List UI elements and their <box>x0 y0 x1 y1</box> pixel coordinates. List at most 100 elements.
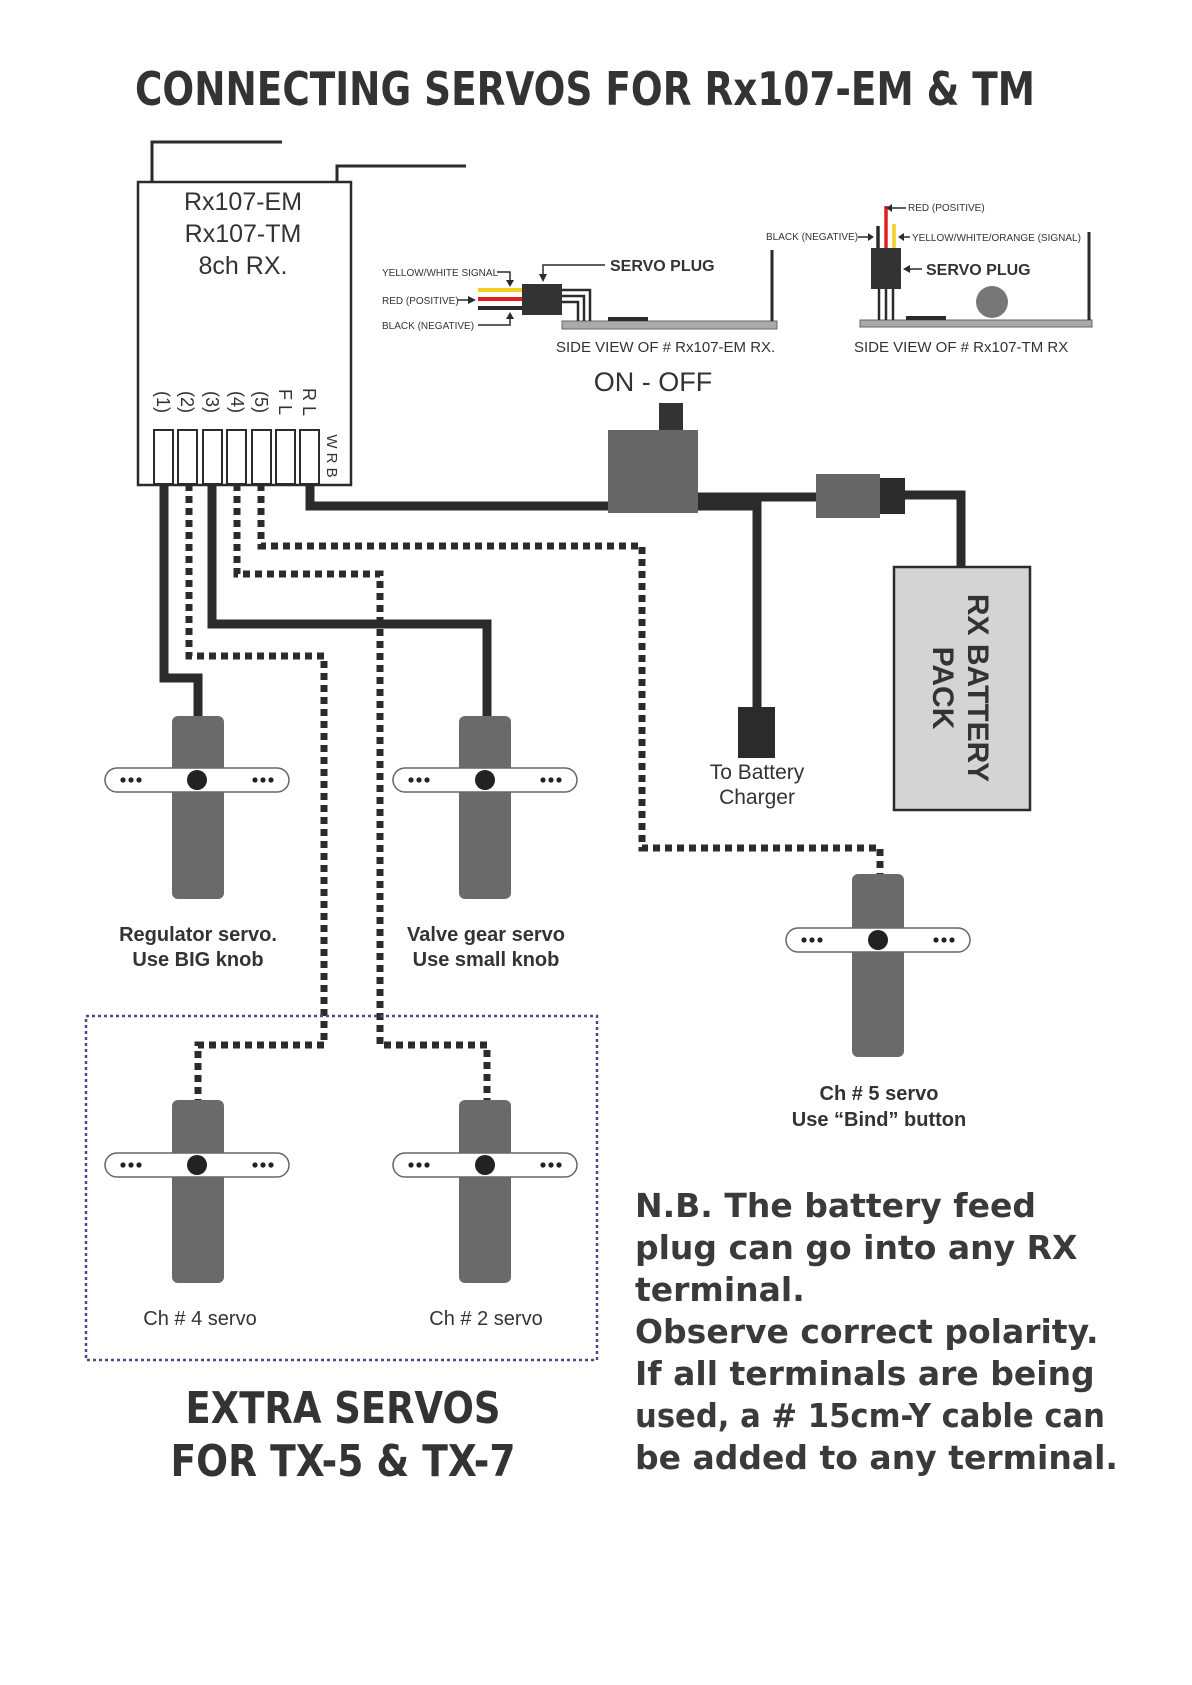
em-pin-1 <box>562 288 592 321</box>
extra-servos-title-line2: FOR TX-5 & TX-7 <box>171 1436 516 1487</box>
note-line-1: N.B. The battery feed <box>635 1186 1036 1225</box>
receiver-terminals <box>153 429 320 485</box>
wire-ch3-valve <box>207 484 492 717</box>
page-title: CONNECTING SERVOS FOR Rx107-EM & TM <box>135 62 1035 116</box>
receiver-model-em: Rx107-EM <box>184 188 302 216</box>
em-component <box>608 317 648 321</box>
em-negative-leader <box>478 315 511 326</box>
regulator-servo-label-line2: Use BIG knob <box>132 949 263 971</box>
antenna-wire-2 <box>335 164 466 183</box>
em-negative-label: BLACK (NEGATIVE) <box>382 321 474 332</box>
receiver-model-tm: Rx107-TM <box>185 220 302 248</box>
em-plug-arrow <box>539 274 547 282</box>
servo-body <box>172 716 224 899</box>
em-negative-arrow <box>506 312 514 319</box>
servo-hub <box>475 1155 495 1175</box>
tm-plug-arrow <box>903 265 910 273</box>
side-view-tm: RED (POSITIVE) BLACK (NEGATIVE) YELLOW/W… <box>766 203 1093 356</box>
wire-rl-switch <box>305 484 612 511</box>
channel-label-rl: R L <box>299 388 319 416</box>
servo-ch4 <box>104 1100 290 1283</box>
receiver-channel-count: 8ch RX. <box>199 252 288 280</box>
battery-label-line2: PACK <box>926 647 959 730</box>
servo-body <box>459 1100 511 1283</box>
switch-label: ON - OFF <box>594 367 712 397</box>
battery-label-line1: RX BATTERY <box>961 594 994 782</box>
switch-toggle <box>659 403 683 431</box>
servo-hub <box>187 1155 207 1175</box>
servo-hub <box>187 770 207 790</box>
ch2-servo-label: Ch # 2 servo <box>429 1308 542 1330</box>
em-pin-3 <box>562 300 580 321</box>
terminal-1 <box>153 429 174 485</box>
servo-body <box>459 716 511 899</box>
extra-servos-box <box>84 1014 599 1362</box>
charger-label-line1: To Battery <box>710 761 805 784</box>
regulator-servo-label-line1: Regulator servo. <box>119 924 277 946</box>
em-plug-label: SERVO PLUG <box>610 258 715 275</box>
servo-regulator <box>104 716 290 899</box>
em-positive-arrow <box>468 296 476 304</box>
polarity-label: W R B <box>323 434 340 477</box>
battery-plug-connector <box>880 478 905 514</box>
em-positive-label: RED (POSITIVE) <box>382 296 459 307</box>
em-board <box>561 320 778 330</box>
servo-ch2 <box>392 1100 578 1283</box>
on-off-switch <box>608 430 698 513</box>
servo-valve <box>392 716 578 899</box>
note-line-2: plug can go into any RX <box>635 1228 1078 1267</box>
terminal-rl <box>299 429 320 485</box>
wire-ch5-servo <box>257 484 884 876</box>
terminal-3 <box>202 429 223 485</box>
tm-signal-label: YELLOW/WHITE/ORANGE (SIGNAL) <box>912 233 1081 244</box>
servo-hub <box>868 930 888 950</box>
note-line-7: be added to any terminal. <box>635 1438 1118 1477</box>
tm-positive-label: RED (POSITIVE) <box>908 203 985 214</box>
em-servo-plug <box>522 284 562 315</box>
terminal-5 <box>251 429 272 485</box>
antenna-wire-1 <box>150 140 282 183</box>
wire-switch-charger <box>697 501 762 709</box>
wire-ch4-extra <box>233 484 491 1100</box>
tm-bind-button <box>976 286 1008 318</box>
valve-servo-label-line2: Use small knob <box>413 949 560 971</box>
ch5-servo-label-line2: Use “Bind” button <box>792 1109 966 1131</box>
em-pin-2 <box>562 294 586 321</box>
tm-negative-label: BLACK (NEGATIVE) <box>766 232 858 243</box>
tm-caption: SIDE VIEW OF # Rx107-TM RX <box>854 339 1068 356</box>
servo-body <box>172 1100 224 1283</box>
note-line-4: Observe correct polarity. <box>635 1312 1099 1351</box>
battery-pack <box>892 565 1032 812</box>
tm-component <box>906 316 946 320</box>
tm-negative-arrow <box>868 233 874 241</box>
terminal-fl <box>275 429 296 485</box>
channel-label-4: (4) <box>227 391 247 413</box>
servo-body <box>852 874 904 1057</box>
tm-servo-plug <box>871 248 901 289</box>
terminal-4 <box>226 429 247 485</box>
wire-plug-battery <box>905 490 966 569</box>
servo-hub <box>475 770 495 790</box>
note-line-6: used, a # 15cm-Y cable can <box>635 1396 1105 1435</box>
valve-servo-label-line1: Valve gear servo <box>407 924 565 946</box>
channel-label-fl: F L <box>275 389 295 415</box>
terminal-2 <box>177 429 198 485</box>
wire-ch2-extra <box>185 484 328 1100</box>
servo-ch5 <box>785 874 971 1057</box>
battery-note: N.B. The battery feed plug can go into a… <box>635 1186 1118 1477</box>
tm-positive-arrow <box>886 204 892 212</box>
channel-label-2: (2) <box>177 391 197 413</box>
side-view-em: YELLOW/WHITE SIGNAL RED (POSITIVE) BLACK… <box>382 250 778 356</box>
charger-plug <box>738 707 775 758</box>
channel-labels: (1) (2) (3) (4) (5) F L R L W R B <box>153 388 340 478</box>
tm-plug-label: SERVO PLUG <box>926 262 1031 279</box>
battery-plug-housing <box>816 474 880 518</box>
em-plug-leader <box>542 264 605 276</box>
tm-signal-arrow <box>898 233 904 241</box>
em-signal-label: YELLOW/WHITE SIGNAL <box>382 268 499 279</box>
ch4-servo-label: Ch # 4 servo <box>143 1308 256 1330</box>
channel-label-5: (5) <box>251 391 271 413</box>
tm-board <box>859 319 1093 328</box>
ch5-servo-label-line1: Ch # 5 servo <box>820 1083 939 1105</box>
